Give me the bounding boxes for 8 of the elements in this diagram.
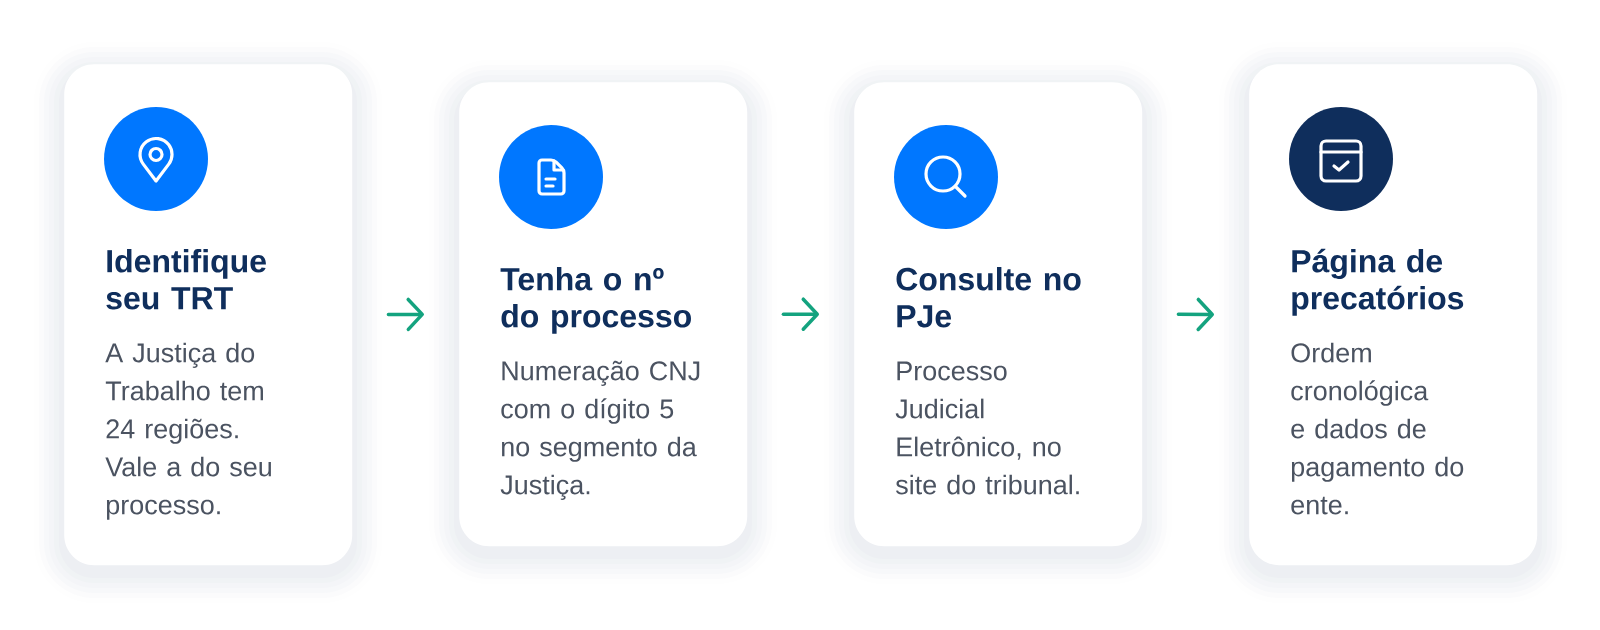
step-description: Processo Judicial Eletrônico, no site do tribunal.	[895, 361, 1079, 495]
step-title: Página de precatórios	[1292, 248, 1464, 316]
step-description: A Justiça do Trabalho tem 24 regiões. Vale a do seu processo.	[105, 342, 271, 520]
step-description: Numeração CNJ com o dígito 5 no segmento da Justiça.	[500, 360, 700, 500]
step-title: Tenha o nº do processo	[500, 267, 691, 334]
step-description: Ordem cronológica e dados de pagamento do ente.	[1291, 342, 1464, 515]
step-title: Consulte no PJe	[896, 267, 1081, 328]
step-title: Identifique seu TRT	[106, 249, 266, 310]
